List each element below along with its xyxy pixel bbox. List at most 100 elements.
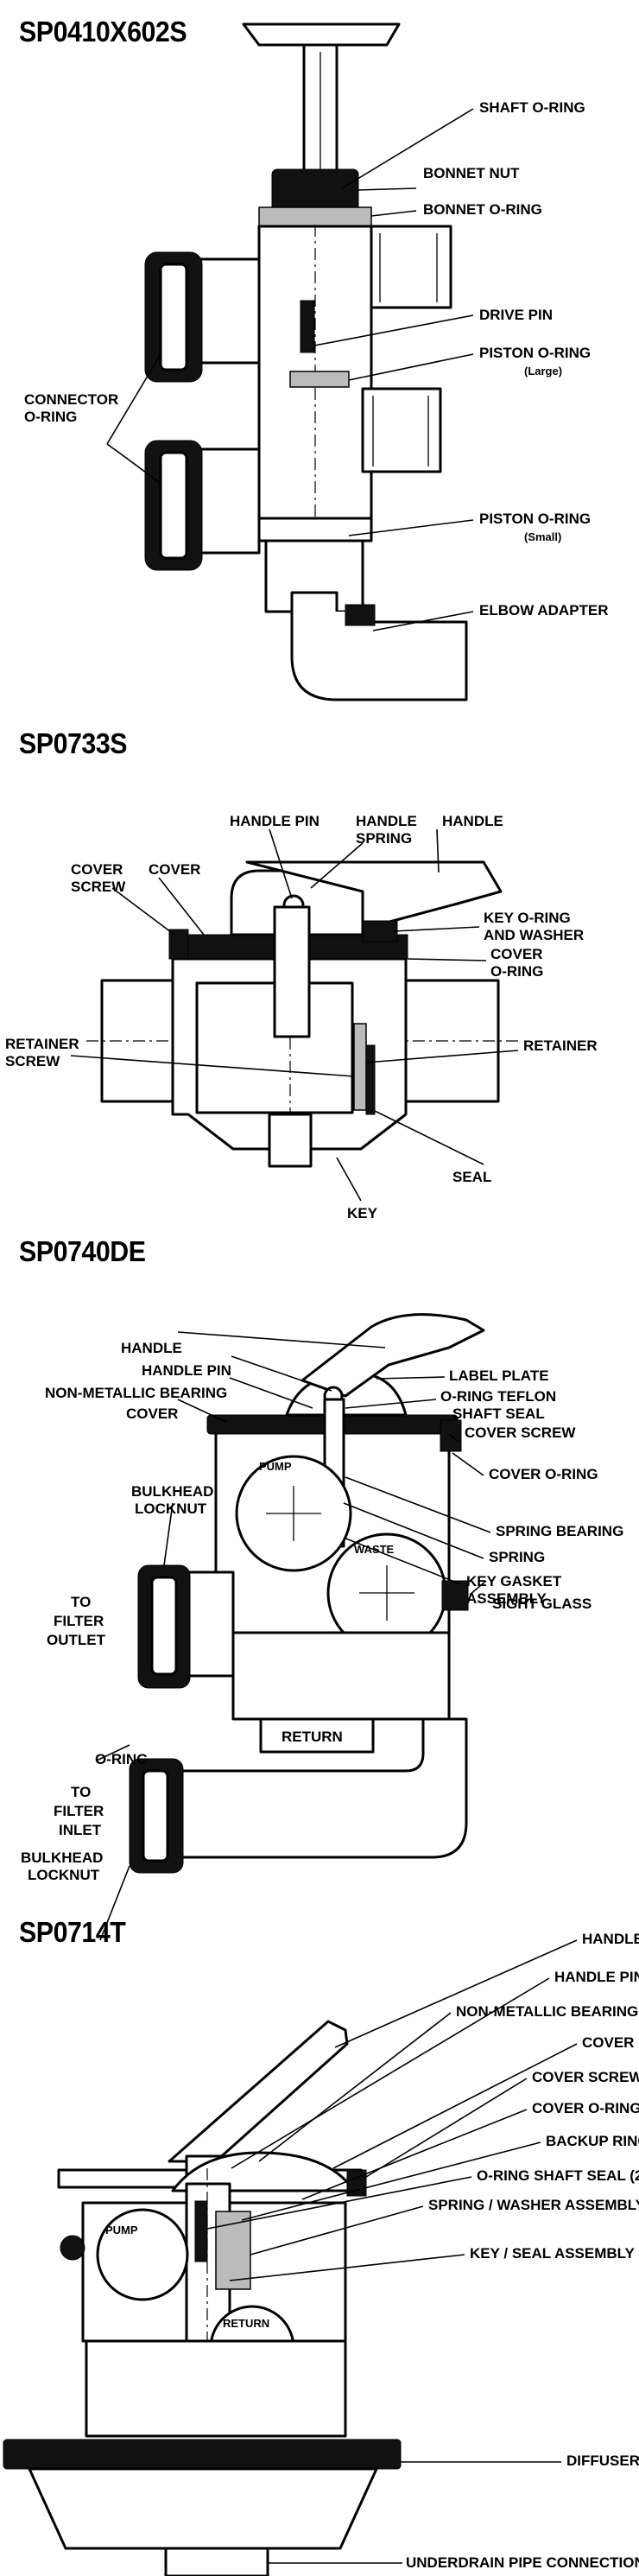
leader-line	[177, 1331, 386, 1348]
bottom-stem	[264, 539, 364, 613]
leader-line	[357, 187, 417, 191]
label-key-gasket-line1: KEY GASKET	[466, 1573, 562, 1589]
leader-line	[250, 2205, 424, 2256]
section-sp0410x602s: SP0410X602S	[0, 0, 639, 708]
handle	[245, 860, 503, 933]
leader-line	[436, 828, 440, 873]
label-retainer-screw-line1: RETAINER	[5, 1036, 79, 1052]
label-spring-washer-assembly: SPRING / WASHER ASSEMBLY	[428, 2197, 639, 2213]
leader-line	[332, 2043, 578, 2169]
key-shaft	[273, 905, 311, 1038]
drawing-shape	[106, 443, 161, 485]
o-ring-shaft-seal	[194, 2200, 208, 2262]
sight-glass	[441, 1580, 469, 1611]
drawing-shape	[106, 353, 161, 445]
valve-sp0733s-drawing: HANDLE PIN HANDLE SPRING HANDLE COVER SC…	[5, 813, 598, 1221]
leader-line	[313, 314, 474, 346]
diagram-title: SP0733S	[19, 727, 128, 759]
label-key-gasket-line2: ASSEMBLY	[466, 1590, 547, 1607]
label-key-o-ring-line2: AND WASHER	[484, 927, 584, 943]
handle	[168, 2020, 349, 2163]
label-cover: COVER	[126, 1405, 178, 1422]
drawing-shape	[142, 1769, 169, 1862]
handle	[301, 1313, 485, 1398]
label-handle-pin: HANDLE PIN	[230, 813, 320, 829]
leader-line	[407, 958, 487, 961]
label-key-o-ring-line1: KEY O-RING	[484, 910, 571, 926]
label-cover: COVER	[149, 861, 200, 878]
label-elbow-adapter: ELBOW ADAPTER	[479, 602, 609, 619]
leader-line	[345, 1399, 437, 1409]
label-to-filter-outlet-line1: TO	[71, 1594, 91, 1610]
drawing-shape	[159, 451, 188, 560]
label-piston-o-ring-small-sub: (Small)	[524, 530, 561, 543]
label-o-ring-teflon-line2: SHAFT SEAL	[452, 1405, 545, 1422]
cover	[171, 2151, 356, 2192]
section-sp0714t: SP0714T PUMP RETURN	[0, 1909, 639, 2576]
label-cover-o-ring: COVER O-RING	[532, 2100, 639, 2116]
label-underdrain-pipe-connection: UNDERDRAIN PIPE CONNECTION	[406, 2554, 639, 2571]
leader-line	[301, 2109, 528, 2200]
diffuser-flange	[3, 2439, 402, 2470]
leader-line	[231, 1977, 550, 2169]
pump-mark: PUMP	[105, 2224, 138, 2237]
label-cover-screw-line2: SCREW	[71, 879, 126, 895]
label-cover: COVER	[582, 2034, 634, 2051]
leader-line	[376, 1376, 446, 1380]
leader-line	[365, 2078, 528, 2178]
label-cover-o-ring-line1: COVER	[490, 946, 542, 962]
label-handle: HANDLE	[121, 1340, 182, 1356]
label-bulkhead-locknut-top-line2: LOCKNUT	[135, 1501, 207, 1517]
leader-line	[70, 1055, 355, 1077]
cover-screw	[168, 929, 189, 960]
key	[268, 1113, 313, 1168]
bonnet-o-ring	[258, 206, 372, 227]
section-sp0733s: SP0733S HANDLE PIN	[0, 708, 639, 1227]
label-handle-pin: HANDLE PIN	[554, 1969, 639, 1985]
leader-line	[336, 1157, 362, 1202]
label-handle: HANDLE	[582, 1931, 639, 1947]
label-to-filter-outlet-line2: FILTER	[54, 1613, 104, 1629]
leader-line	[374, 1110, 484, 1165]
leader-line	[345, 1476, 491, 1533]
leader-line	[370, 210, 417, 217]
drawing-shape	[150, 1576, 178, 1676]
leader-line	[158, 877, 205, 936]
label-seal: SEAL	[452, 1169, 491, 1185]
leader-line	[452, 1452, 484, 1476]
spring-washer-assembly	[215, 2211, 251, 2290]
return-mark: RETURN	[223, 2317, 269, 2330]
underdrain-pipe	[164, 2547, 269, 2576]
label-bulkhead-locknut-bottom-line2: LOCKNUT	[28, 1867, 100, 1883]
drawing-shape	[60, 2235, 85, 2261]
label-spring: SPRING	[489, 1549, 545, 1565]
leader-line	[341, 108, 474, 189]
label-label-plate: LABEL PLATE	[449, 1367, 549, 1384]
leader-line	[206, 2176, 472, 2230]
label-cover-screw: COVER SCREW	[532, 2069, 639, 2085]
leader-line	[469, 1580, 487, 1596]
label-shaft-o-ring: SHAFT O-RING	[479, 99, 585, 116]
leader-line	[269, 828, 293, 899]
label-to-filter-inlet-line3: INLET	[59, 1822, 102, 1838]
leader-line	[229, 2254, 465, 2281]
leader-line	[229, 1377, 313, 1409]
label-connector-o-ring-line2: O-RING	[24, 409, 77, 425]
label-handle: HANDLE	[442, 813, 503, 829]
label-drive-pin: DRIVE PIN	[479, 307, 553, 323]
label-retainer-screw-line2: SCREW	[5, 1053, 60, 1069]
label-cover-screw-line1: COVER	[71, 861, 123, 878]
label-bonnet-o-ring: BONNET O-RING	[423, 201, 542, 218]
diagram-title: SP0410X602S	[19, 16, 187, 48]
label-to-filter-outlet-line3: OUTLET	[47, 1632, 106, 1648]
leader-line	[365, 1050, 519, 1063]
leader-line	[177, 1399, 227, 1423]
valve-sp0740de-drawing: PUMP WASTE RETURN HANDL	[21, 1313, 623, 1941]
lower-body	[85, 2339, 347, 2438]
lower-body	[231, 1631, 451, 1721]
diagram-title: SP0740DE	[19, 1235, 146, 1267]
label-bulkhead-locknut-top-line1: BULKHEAD	[131, 1483, 213, 1500]
drive-pin	[300, 300, 315, 353]
label-connector-o-ring-line1: CONNECTOR	[24, 391, 118, 408]
label-sight-glass: SIGHT GLASS	[492, 1596, 592, 1612]
